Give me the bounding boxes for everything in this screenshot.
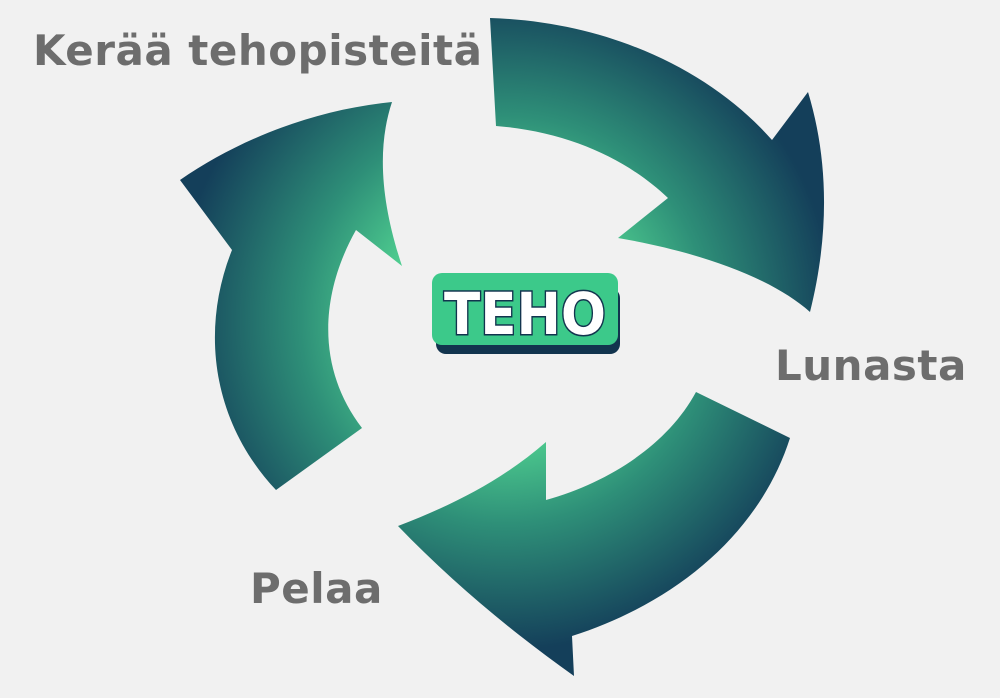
step-label-redeem: Lunasta <box>775 341 967 390</box>
step-label-play: Pelaa <box>250 564 383 613</box>
arrow-collect-to-redeem <box>490 18 825 312</box>
arrow-redeem-to-play <box>398 392 790 676</box>
arrow-play-to-collect <box>180 102 402 490</box>
logo-text: TEHO <box>444 280 606 348</box>
teho-logo: TEHO <box>432 273 620 354</box>
step-label-collect: Kerää tehopisteitä <box>33 26 483 75</box>
